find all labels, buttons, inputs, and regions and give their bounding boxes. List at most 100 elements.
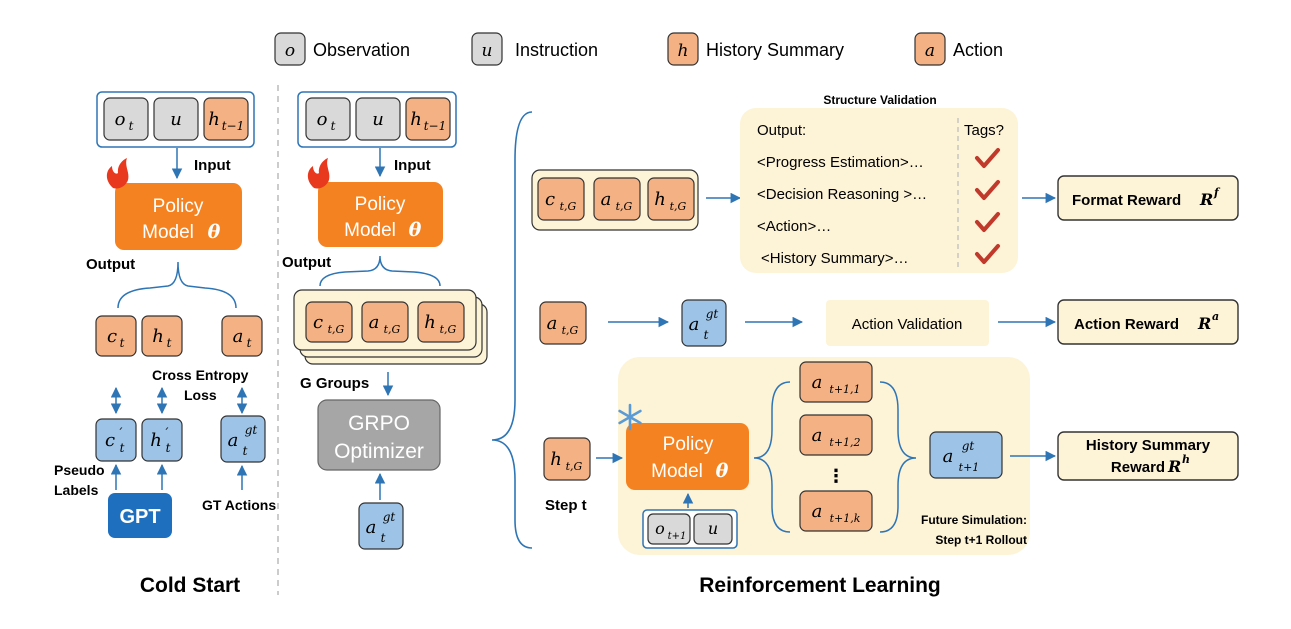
cs-c-sym: c bbox=[107, 326, 117, 347]
rl-group-h-sym: h bbox=[424, 312, 436, 333]
legend-action-symbol: a bbox=[925, 41, 935, 61]
row1-h-sub: t,G bbox=[670, 200, 687, 213]
history-reward-symbol: R bbox=[1167, 457, 1181, 476]
future-simulation-panel bbox=[618, 357, 1030, 555]
action-reward-sup: a bbox=[1212, 310, 1219, 323]
legend-instruction-label: Instruction bbox=[515, 40, 598, 60]
row1-c-sub: t,G bbox=[560, 200, 577, 213]
legend-observation-swatch bbox=[274, 32, 306, 66]
rl-group-h-box bbox=[417, 301, 465, 343]
cs-a-box bbox=[221, 315, 263, 357]
rl-group-c-sub: t,G bbox=[328, 323, 345, 336]
cs-output-brace bbox=[117, 261, 237, 309]
row3-h-box bbox=[543, 437, 591, 481]
snowflake-icon bbox=[618, 403, 642, 431]
rollout-vdots: ⋮ bbox=[827, 466, 845, 486]
rl-a-gt-sup: gt bbox=[383, 510, 396, 524]
rl-group-h-sub: t,G bbox=[440, 323, 457, 336]
rl-output-brace bbox=[319, 255, 441, 287]
cs-a-gt-box bbox=[220, 415, 266, 463]
rollout-a2-sub: t+1,2 bbox=[829, 436, 860, 449]
legend-action-label: Action bbox=[953, 40, 1003, 60]
cold-start-title: Cold Start bbox=[140, 574, 240, 597]
cs-pseudo-line1: Pseudo bbox=[54, 462, 105, 478]
output-header: Output: bbox=[757, 122, 806, 139]
row2-a-gt-sup: gt bbox=[706, 307, 719, 321]
legend-action-swatch bbox=[914, 32, 946, 66]
legend-history-label: History Summary bbox=[706, 40, 844, 60]
rl-big-brace bbox=[491, 111, 533, 549]
rl-rewards: c t,G a t,G h t,G Structure Validation O… bbox=[531, 93, 1239, 597]
next-a-gt-sup: gt bbox=[962, 439, 975, 453]
cs-instr-sym: u bbox=[170, 109, 182, 130]
next-obs-sym: o bbox=[655, 519, 665, 538]
format-reward-symbol: R bbox=[1199, 190, 1213, 209]
rl-group-a-box bbox=[361, 301, 409, 343]
legend: o Observation u Instruction h History Su… bbox=[274, 32, 1003, 66]
check-icon bbox=[975, 244, 1000, 264]
rl-a-gt-sym: a bbox=[366, 517, 377, 538]
next-a-gt-sym: a bbox=[943, 446, 954, 467]
frozen-policy-line1: Policy bbox=[663, 434, 714, 455]
action-validation-label: Action Validation bbox=[852, 316, 963, 333]
cs-output-label: Output bbox=[86, 256, 135, 273]
grpo-line2: Optimizer bbox=[334, 440, 424, 463]
future-sim-line1: Future Simulation: bbox=[921, 513, 1027, 527]
cs-c-label-prime: ′ bbox=[120, 426, 123, 441]
cs-a-gt-sub: t bbox=[243, 444, 248, 458]
rl-instr-box bbox=[355, 97, 401, 141]
cs-a-gt-sup: gt bbox=[245, 423, 258, 437]
history-reward-sup: h bbox=[1182, 453, 1190, 466]
next-obs-sub: t+1 bbox=[668, 531, 687, 542]
rl-hist-sub: t−1 bbox=[424, 119, 447, 133]
rl-obs-sub: t bbox=[331, 119, 336, 133]
rl-group-a-sub: t,G bbox=[384, 323, 401, 336]
row2-a-box bbox=[539, 301, 587, 345]
cs-hist-sub: t−1 bbox=[222, 119, 245, 133]
rollout-ak-sub: t+1,k bbox=[830, 512, 861, 525]
cs-policy-line1: Policy bbox=[153, 196, 204, 217]
format-reward-box bbox=[1057, 175, 1239, 221]
rollout-open-brace bbox=[753, 381, 791, 533]
future-sim-line2: Step t+1 Rollout bbox=[935, 533, 1027, 547]
cs-policy-line2: Model bbox=[142, 222, 194, 243]
rl-a-gt-box bbox=[358, 502, 404, 550]
structure-validation-panel bbox=[740, 108, 1018, 273]
cs-a-sym: a bbox=[233, 326, 244, 347]
gpt-label: GPT bbox=[119, 506, 160, 528]
rl-section-title: Reinforcement Learning bbox=[699, 574, 941, 597]
step-t-label: Step t bbox=[545, 497, 587, 514]
cold-start-section: o t u h t−1 Input Policy Model θ Output … bbox=[54, 91, 276, 597]
legend-instruction-symbol: u bbox=[482, 41, 493, 61]
g-groups-label: G Groups bbox=[300, 375, 369, 392]
row3-h-sym: h bbox=[550, 449, 562, 470]
rollout-ak-sym: a bbox=[812, 501, 823, 522]
cs-h-label-sym: h bbox=[150, 430, 162, 451]
rl-obs-sym: o bbox=[317, 109, 328, 130]
structure-validation-title: Structure Validation bbox=[823, 93, 936, 107]
legend-history-symbol: h bbox=[678, 41, 689, 61]
row1-a-sub: t,G bbox=[616, 200, 633, 213]
rl-policy-line2: Model bbox=[344, 220, 396, 241]
row1-c-sym: c bbox=[545, 189, 555, 210]
cs-obs-sym: o bbox=[115, 109, 126, 130]
rollout-ak-box bbox=[799, 490, 873, 532]
cs-c-label-box bbox=[95, 418, 137, 462]
tags-header: Tags? bbox=[964, 122, 1004, 139]
cs-pseudo-line2: Labels bbox=[54, 482, 99, 498]
cs-loss-line1: Cross Entropy bbox=[152, 367, 249, 383]
rl-policy-model bbox=[318, 182, 443, 247]
tag-item: <History Summary>… bbox=[761, 250, 909, 267]
rollout-close-brace bbox=[879, 381, 917, 533]
check-icon bbox=[975, 212, 1000, 232]
cs-h-sub: t bbox=[167, 336, 172, 350]
row1-h-sym: h bbox=[654, 189, 666, 210]
cs-policy-model bbox=[115, 183, 242, 250]
rl-group-c-sym: c bbox=[313, 312, 323, 333]
cs-input-label: Input bbox=[194, 157, 231, 174]
gpt-box bbox=[108, 493, 172, 538]
row2-a-gt-sym: a bbox=[689, 314, 700, 335]
cs-h-sym: h bbox=[152, 326, 164, 347]
row2-a-sub: t,G bbox=[562, 324, 579, 337]
rl-a-gt-sub: t bbox=[381, 531, 386, 545]
